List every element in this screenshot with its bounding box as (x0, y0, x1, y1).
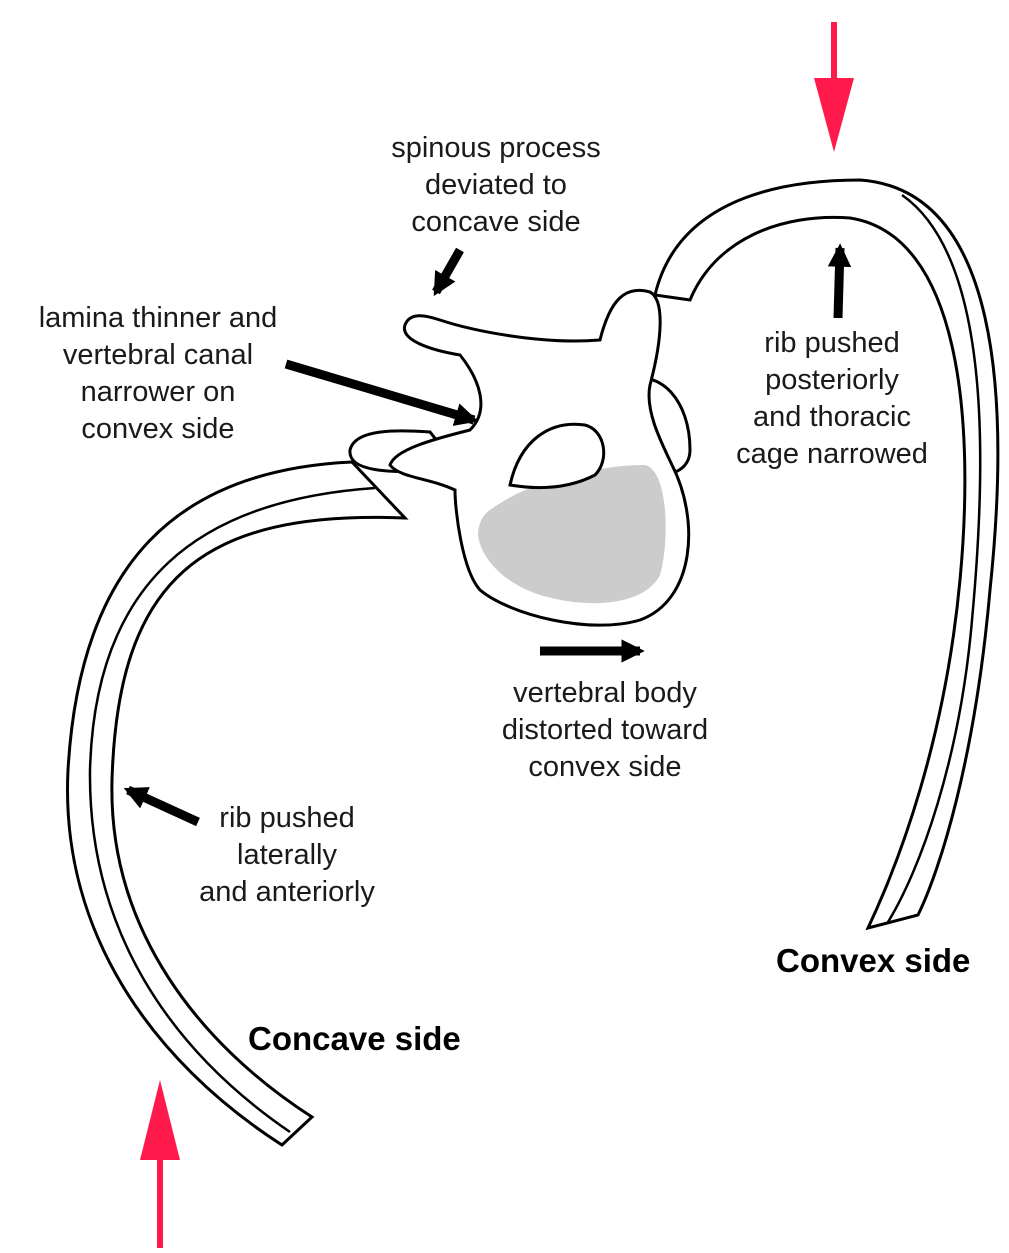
vertebral-body-label: vertebral body distorted toward convex s… (502, 675, 708, 786)
right-rib (655, 180, 998, 928)
rib-posterior-arrow (838, 248, 840, 318)
top-force-arrow (814, 22, 854, 152)
lamina-arrow (286, 364, 474, 420)
vertebra (350, 290, 690, 625)
lamina-label: lamina thinner and vertebral canal narro… (39, 300, 278, 448)
convex-side-label: Convex side (776, 942, 970, 980)
rib-lateral-arrow (128, 790, 198, 822)
spinous-arrow (436, 250, 460, 292)
rib-lateral-label: rib pushed laterally and anteriorly (199, 800, 375, 911)
bottom-force-arrow (140, 1080, 180, 1248)
rib-posterior-label: rib pushed posteriorly and thoracic cage… (736, 325, 928, 473)
spinous-process-label: spinous process deviated to concave side (391, 130, 601, 241)
concave-side-label: Concave side (248, 1020, 461, 1058)
